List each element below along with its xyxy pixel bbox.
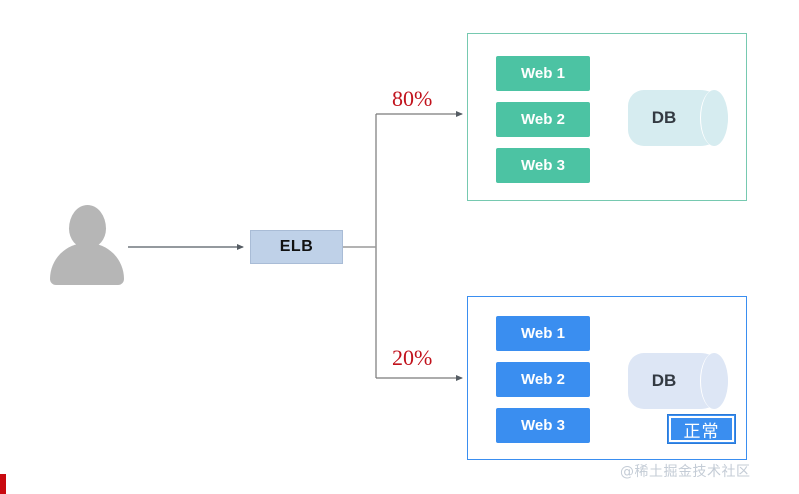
blue-database-node[interactable]: DB [628,353,728,409]
green-web-node-1[interactable]: Web 1 [496,56,590,91]
watermark-text: @稀土掘金技术社区 [620,464,751,480]
user-body-shape [50,243,124,285]
status-badge[interactable]: 正常 [667,414,736,444]
branch-weight-label-lower: 20% [392,345,433,370]
green-web-node-3[interactable]: Web 3 [496,148,590,183]
user-head-shape [69,205,106,248]
green-database-node[interactable]: DB [628,90,728,146]
blue-web-node-2[interactable]: Web 2 [496,362,590,397]
blue-web-node-3[interactable]: Web 3 [496,408,590,443]
green-database-label: DB [651,108,677,127]
db-cylinder-cap [700,90,728,146]
db-cylinder-cap [700,353,728,409]
elb-node[interactable]: ELB [250,230,343,264]
blue-database-label: DB [651,371,677,390]
corner-mark [0,474,6,494]
blue-web-node-1[interactable]: Web 1 [496,316,590,351]
green-web-node-2[interactable]: Web 2 [496,102,590,137]
user-silhouette-icon [50,205,124,285]
branch-weight-label-upper: 80% [392,86,433,111]
